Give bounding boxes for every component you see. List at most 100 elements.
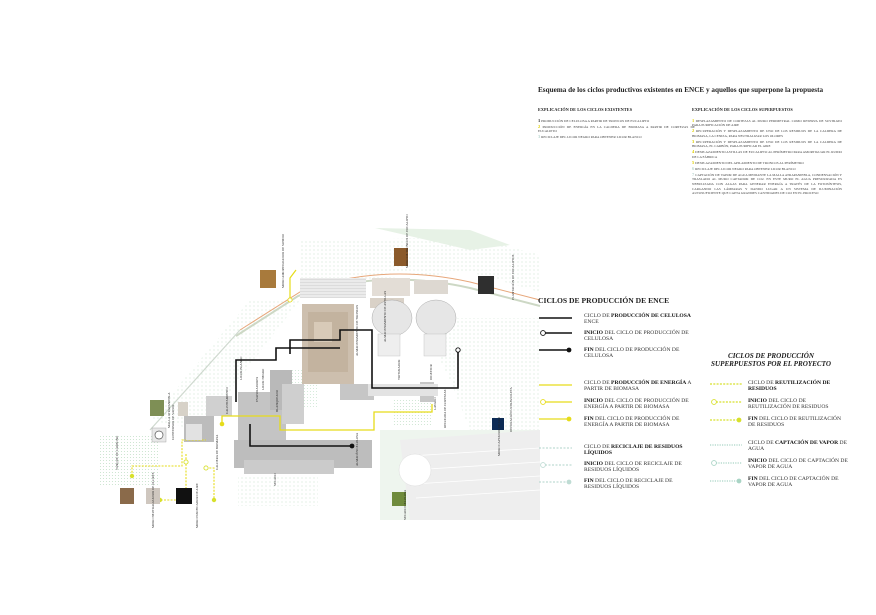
legend-entry: CICLO DE PRODUCCIÓN DE ENERGÍA A PARTIR … [584, 380, 692, 393]
legend-entry: CICLO DE PRODUCCIÓN DE CELULOSA ENCE [584, 313, 691, 326]
green-terrain-upper [375, 228, 510, 250]
legend-right-swatches [710, 383, 742, 484]
photo-green-1 [150, 400, 164, 416]
map-label: DEPURACIÓN ULTRAVIOLETA [509, 387, 513, 432]
item-number: 3 [538, 134, 541, 140]
parking-stripes [409, 447, 541, 499]
log-storage-2 [372, 278, 410, 296]
building-evaporadores [206, 396, 232, 416]
legend-entry: INICIO DEL CICLO DE RECICLAJE DE RESIDUO… [584, 461, 682, 474]
chip-bin-1 [377, 333, 401, 357]
cycle-celulosa-path [289, 329, 459, 389]
cycle-biomasa-start [287, 297, 293, 303]
explanation-item: 2 PRODUCCIÓN DE ENERGÍA EN LA CALDERA DE… [538, 123, 695, 134]
explanation-existing-heading: EXPLICACIÓN DE LOS CICLOS EXISTENTES [538, 107, 633, 112]
cycle-biomasa-main [221, 404, 433, 431]
item-number: 2 [538, 123, 541, 129]
map-label: LAVADO [433, 397, 437, 410]
legend-entry: FIN DEL CICLO DE REUTILIZACIÓN DE RESIDU… [748, 416, 842, 429]
map-label: LICOR BLANCO [239, 356, 243, 380]
map-label: RECOGIDA DE CORTEZAS [443, 389, 447, 428]
reuse-end-2 [211, 497, 217, 503]
legend-entry: CICLO DE REUTILIZACIÓN DE RESIDUOS [748, 380, 831, 393]
road-edge-left [149, 329, 241, 431]
item-text: RECICLAJE DEL LICOR NEGRO PARA OBTENER L… [695, 166, 796, 171]
cycle-celulosa-path-3 [249, 424, 352, 447]
cycle-biomasa-down [160, 454, 187, 501]
map-label: SECADO CELULOSA [403, 489, 407, 520]
reuse-start-2 [203, 465, 209, 471]
photo-bark [120, 488, 134, 504]
map-label: BLANQUEADO [275, 389, 279, 412]
chip-dome-2 [415, 299, 457, 337]
log-storage-1 [300, 278, 366, 298]
legend-left-swatches [539, 317, 572, 485]
legend-project-title: CICLOS DE PRODUCCIÓN SUPERPUESTOS POR EL… [711, 352, 831, 368]
legend-entry: FIN DEL CICLO DE PRODUCCIÓN DE ENERGÍA A… [584, 416, 680, 429]
explanation-superimposed: EXPLICACIÓN DE LOS CICLOS SUPERPUESTOS 1… [692, 107, 842, 197]
reuse-end-1 [129, 473, 135, 479]
photo-algae [492, 418, 504, 430]
item-text: RECUPERACIÓN Y DESPLAZAMIENTO DE UNO DE … [692, 129, 842, 138]
explanation-item: 2 RECUPERACIÓN Y DESPLAZAMIENTO DE UNO D… [692, 128, 842, 138]
cycle-celulosa-start [455, 347, 461, 353]
explanation-item: 1 DESPLAZAMIENTO DE CORTEZAS AL MURO PER… [692, 117, 842, 128]
building-secado [244, 460, 334, 474]
building-blanqueado [282, 384, 304, 424]
photo-green-2 [178, 402, 188, 416]
legend-ence-title: CICLOS DE PRODUCCIÓN DE ENCE [538, 296, 670, 305]
map-label: ALMACENAMIENTO DE ASTILLAS [383, 290, 387, 342]
map-label: MURO NEUTRALIZADOR DE OLORES [151, 472, 155, 528]
green-terrain-right [420, 318, 540, 430]
item-number: 2 [692, 128, 695, 134]
item-number: 5 [692, 159, 695, 165]
cycle-biomasa-end [219, 421, 225, 427]
map-label: MURO CAPTADOR DE CO2 [497, 416, 501, 456]
building-small-1 [340, 384, 374, 400]
map-label: PLANTACIÓN DE EUCALIPTOS [511, 254, 515, 300]
explanation-item: 4 DESPLAZAMIENTO ASTILLAS DE EUCALIPTO A… [692, 150, 842, 159]
legend-entry: INICIO DEL CICLO DE CAPTACIÓN DE VAPOR D… [748, 458, 848, 471]
legend-entry: CICLO DE CAPTACIÓN DE VAPOR DE AGUA [748, 440, 847, 453]
photo-chips [260, 270, 276, 288]
cycle-celulosa-end [349, 443, 355, 449]
photo-ash [146, 488, 160, 504]
explanation-item: 1 PRODUCCIÓN DE CELULOSA A PARTIR DE TRO… [538, 118, 695, 124]
map-label: ALMACENAMIENTO DE TRONCOS [355, 304, 359, 356]
item-number: 7 [692, 171, 695, 177]
item-text: DESPLAZAMIENTO ASTILLAS DE EUCALIPTO AL … [692, 150, 842, 159]
reuse-start-1 [183, 459, 189, 465]
dotted-area-center [238, 476, 318, 506]
item-number: 1 [692, 117, 695, 123]
photo-logs [394, 248, 408, 266]
photo-coal [176, 488, 192, 504]
cycle-biomasa-right [206, 467, 215, 500]
building-tank [368, 384, 438, 396]
item-number: 4 [692, 149, 695, 155]
explanation-item: 7 CAPTACIÓN DE VAPOR DE AGUA MEDIANTE LA… [692, 171, 842, 196]
map-label: TANQUE DE CARBONO [115, 435, 119, 470]
explanation-item: 5 DESPLAZAMIENTO DEL APILAMIENTO DE TRON… [692, 159, 842, 166]
map-label: TRITURADOR [397, 359, 401, 380]
chip-bin-2 [423, 333, 447, 357]
map-label: DIGESTOR [429, 364, 433, 380]
item-text: DESPLAZAMIENTO DE CORTEZAS AL MURO PERIM… [692, 118, 842, 128]
cycle-biomasa-path [289, 269, 297, 300]
photo-steam [186, 424, 202, 440]
explanation-superimposed-heading: EXPLICACIÓN DE LOS CICLOS SUPERPUESTOS [692, 107, 793, 112]
log-storage-3 [414, 280, 448, 294]
map-label: LICOR NEGRO [261, 368, 265, 390]
map-label: MURO PURIFICADOR DE AIRE [195, 483, 199, 528]
map-label: ALMACÉN CELULOSA [355, 432, 359, 466]
legend-entry: INICIO DEL CICLO DE REUTILIZACIÓN DE RES… [748, 398, 829, 411]
circle-field [398, 453, 432, 487]
legend-entry: CICLO DE RECICLAJE DE RESIDUOS LÍQUIDOS [584, 444, 683, 457]
cycle-celulosa-path-2 [235, 347, 340, 402]
map-label: CALENTAMIENTO [225, 387, 229, 414]
map-label: MURO DE TRONCOS DE EUCALIPTO [405, 214, 409, 268]
map-label: SECADO [273, 473, 277, 486]
item-text: PRODUCCIÓN DE ENERGÍA EN LA CALDERA DE B… [538, 124, 695, 134]
item-text: RECUPERACIÓN Y DESPLAZAMIENTO DE UNO DE … [692, 139, 842, 149]
item-text: PRODUCCIÓN DE CELULOSA A PARTIR DE TRONC… [541, 118, 650, 123]
